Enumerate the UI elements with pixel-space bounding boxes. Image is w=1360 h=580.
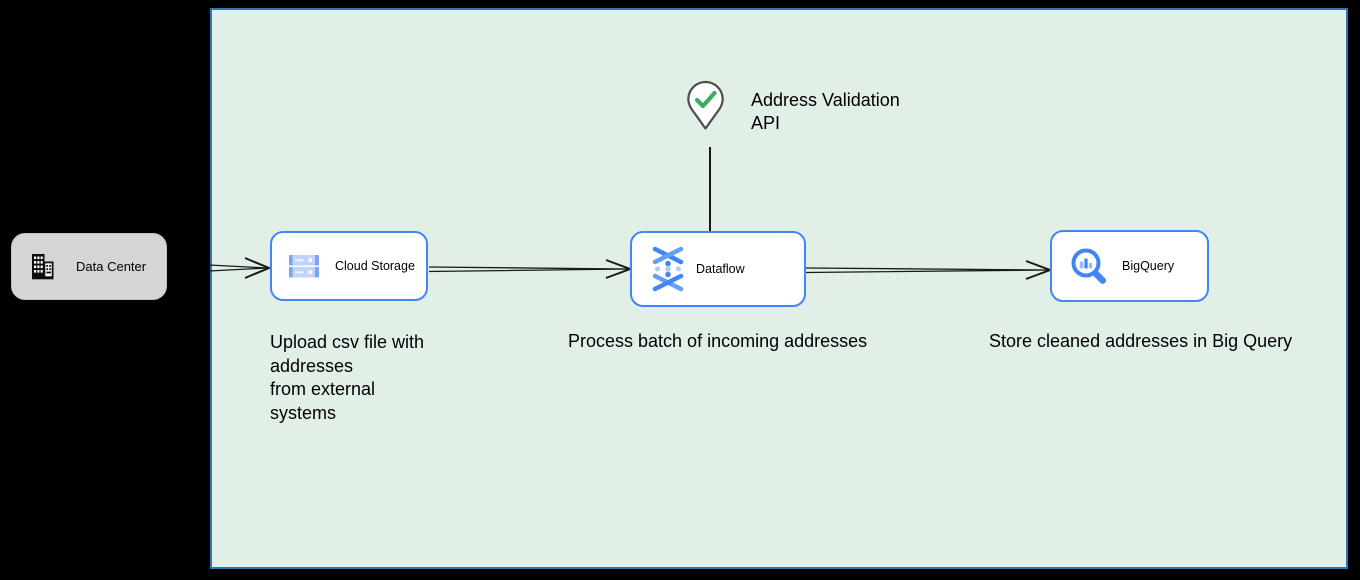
node-label: BigQuery [1122,259,1175,273]
edge-datacenter-cloudstorage [209,254,271,282]
node-cloud-storage[interactable]: Cloud Storage [270,231,428,301]
node-dataflow[interactable]: Dataflow [630,231,806,307]
cloud-storage-icon [289,255,319,278]
caption-dataflow: Process batch of incoming addresses [568,331,868,351]
node-label: Cloud Storage [335,259,415,273]
edge-cloudstorage-dataflow [429,255,632,283]
edge-dataflow-bigquery [806,256,1052,284]
edge-annotation-dataflow [709,147,711,231]
map-pin-check-icon [687,80,724,130]
caption-bigquery: Store cleaned addresses in Big Query [989,331,1293,351]
node-label: Data Center [76,259,147,274]
annotation-address-validation-api: Address Validation API [751,90,900,133]
bigquery-icon [1071,248,1106,284]
node-bigquery[interactable]: BigQuery [1050,230,1209,302]
arrow-right-icon [806,260,1052,280]
node-data-center[interactable]: Data Center [11,233,167,300]
arrow-right-icon [429,259,632,279]
arrow-right-icon [209,257,271,279]
building-icon [32,254,54,280]
caption-cloud-storage: Upload csv file with addresses from exte… [270,332,425,423]
node-label: Dataflow [696,262,745,276]
dataflow-icon [652,246,684,292]
